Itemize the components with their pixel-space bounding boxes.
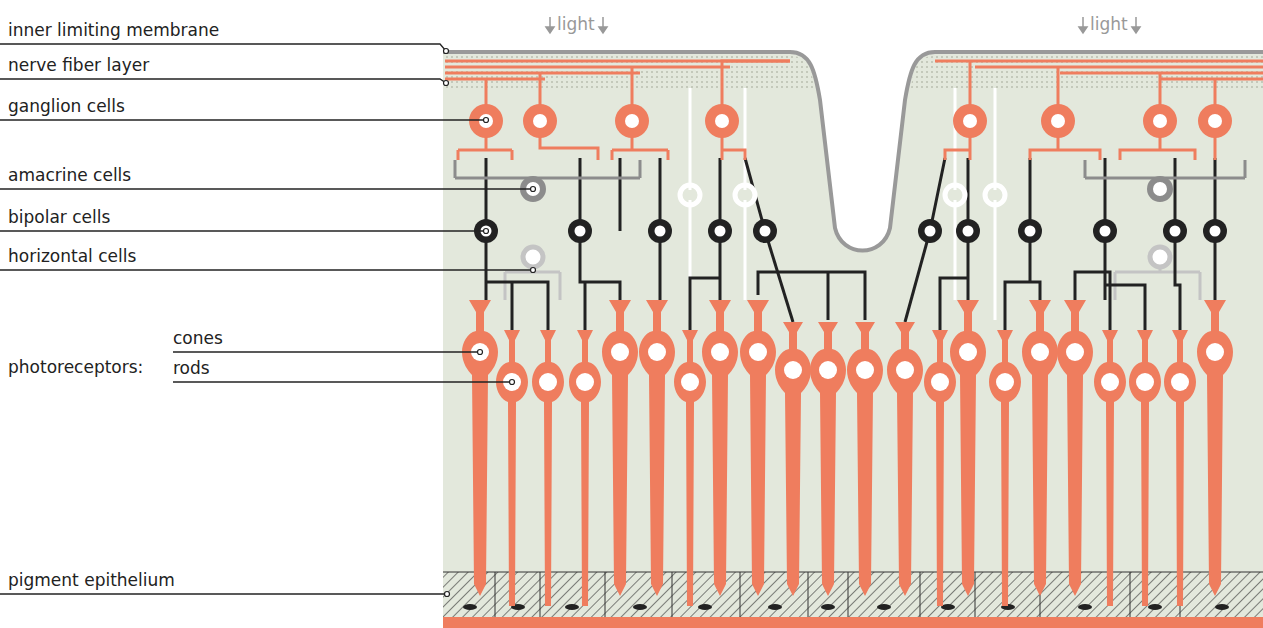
layer-label: inner limiting membrane (8, 20, 219, 40)
leader-lines (0, 44, 530, 594)
cell-label: amacrine cells (8, 165, 131, 185)
cell-label: rods (173, 358, 210, 378)
cell-label: ganglion cells (8, 96, 125, 116)
layer-label: nerve fiber layer (8, 55, 149, 75)
cell-label: horizontal cells (8, 246, 136, 266)
cell-label: cones (173, 328, 223, 348)
layer-label: pigment epithelium (8, 570, 175, 590)
group-label: photoreceptors: (8, 357, 143, 377)
cell-label: bipolar cells (8, 207, 110, 227)
light-label: light (1090, 14, 1128, 34)
light-label: light (557, 14, 595, 34)
